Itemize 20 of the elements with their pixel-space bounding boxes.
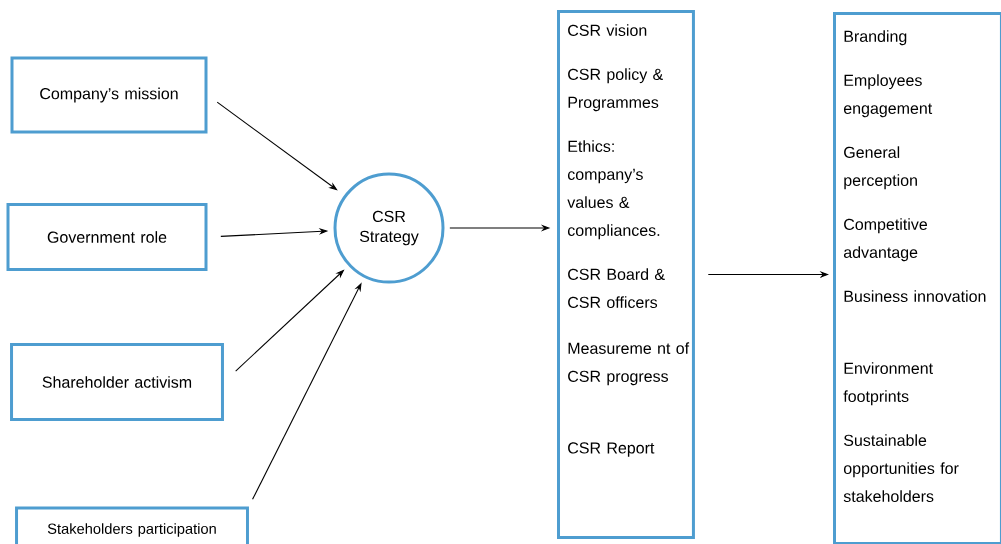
list-box	[557, 10, 695, 539]
list-item: CSR Board & CSR officers	[568, 268, 665, 308]
list-item: CSR policy & Programmes	[568, 68, 663, 112]
process-box: Government role	[6, 202, 208, 272]
list-item: Sustainable opportunities for stakeholders	[843, 434, 959, 502]
list-item: Business innovation	[844, 290, 986, 302]
list-item: Measureme nt of CSR progress	[568, 342, 690, 386]
list-item: Employees engagement	[843, 74, 933, 118]
list-item: CSR vision	[568, 24, 647, 36]
list-item: Competitive advantage	[843, 218, 927, 262]
process-box: Company’s mission	[10, 56, 208, 134]
list-item: Environment footprints	[843, 362, 933, 406]
list-item: Branding	[844, 30, 907, 46]
list-item: General perception	[844, 146, 917, 190]
arrow	[216, 101, 338, 191]
process-box: Stakeholders participation	[15, 506, 249, 544]
list-item: CSR Report	[568, 442, 655, 457]
process-box: Shareholder activism	[10, 343, 224, 421]
list-box	[833, 12, 1001, 544]
list-item: Ethics: company’s values & compliances.	[567, 140, 660, 240]
